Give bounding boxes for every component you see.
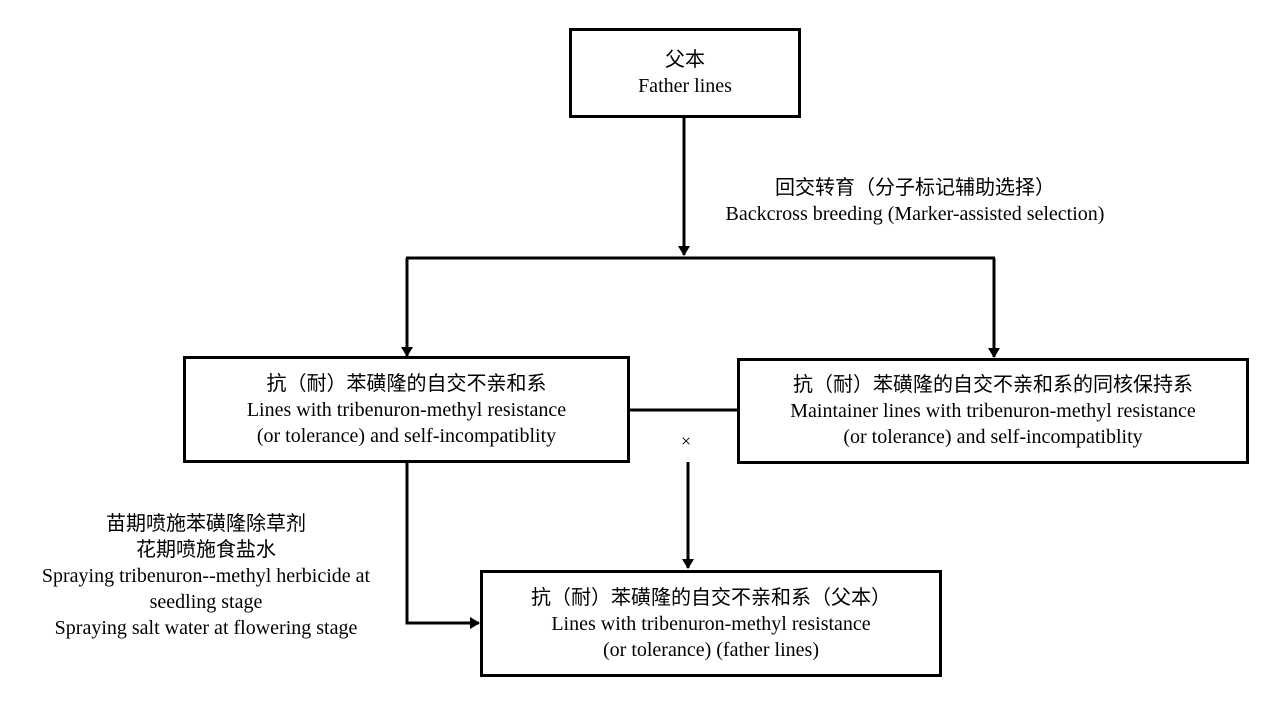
spray-label-zh2: 花期喷施食盐水 xyxy=(136,539,276,561)
left-box-en-line1: Lines with tribenuron-methyl resistance xyxy=(246,398,567,421)
left-box-zh: 抗（耐）苯磺隆的自交不亲和系 xyxy=(266,372,547,395)
left-box-en-line2: (or tolerance) and self-incompatiblity xyxy=(256,424,557,447)
backcross-label-en: Backcross breeding (Marker-assisted sele… xyxy=(725,203,1105,225)
maintainer-lines-box: 抗（耐）苯磺隆的自交不亲和系的同核保持系 Maintainer lines wi… xyxy=(737,358,1249,464)
arrow-left-box-to-bottom-box xyxy=(405,462,480,629)
right-box-zh: 抗（耐）苯磺隆的自交不亲和系的同核保持系 xyxy=(793,374,1193,396)
resistant-self-incompatible-lines-box: 抗（耐）苯磺隆的自交不亲和系 Lines with tribenuron-met… xyxy=(183,356,630,463)
father-lines-box: 父本 Father lines xyxy=(569,28,801,118)
bottom-box-en-line1: Lines with tribenuron-methyl resistance xyxy=(551,612,871,635)
bottom-box-zh: 抗（耐）苯磺隆的自交不亲和系（父本） xyxy=(531,586,891,609)
spray-label-en3: Spraying salt water at flowering stage xyxy=(54,617,358,639)
cross-symbol: × xyxy=(681,431,692,451)
bottom-box-en-line2: (or tolerance) (father lines) xyxy=(603,638,819,661)
backcross-label-zh: 回交转育（分子标记辅助选择） xyxy=(775,177,1055,199)
spraying-treatment-label: 苗期喷施苯磺隆除草剂 花期喷施食盐水 Spraying tribenuron--… xyxy=(14,511,398,641)
spray-label-en1: Spraying tribenuron--methyl herbicide at xyxy=(41,565,371,587)
spray-label-en2: seedling stage xyxy=(149,591,263,613)
right-box-en-line2: (or tolerance) and self-incompatiblity xyxy=(843,426,1143,448)
right-box-en-line1: Maintainer lines with tribenuron-methyl … xyxy=(790,400,1196,422)
spray-label-zh1: 苗期喷施苯磺隆除草剂 xyxy=(106,513,306,535)
father-lines-en: Father lines xyxy=(638,75,732,97)
father-lines-result-box: 抗（耐）苯磺隆的自交不亲和系（父本） Lines with tribenuron… xyxy=(480,570,942,677)
father-lines-zh: 父本 xyxy=(665,49,705,71)
backcross-label: 回交转育（分子标记辅助选择） Backcross breeding (Marke… xyxy=(690,175,1140,227)
